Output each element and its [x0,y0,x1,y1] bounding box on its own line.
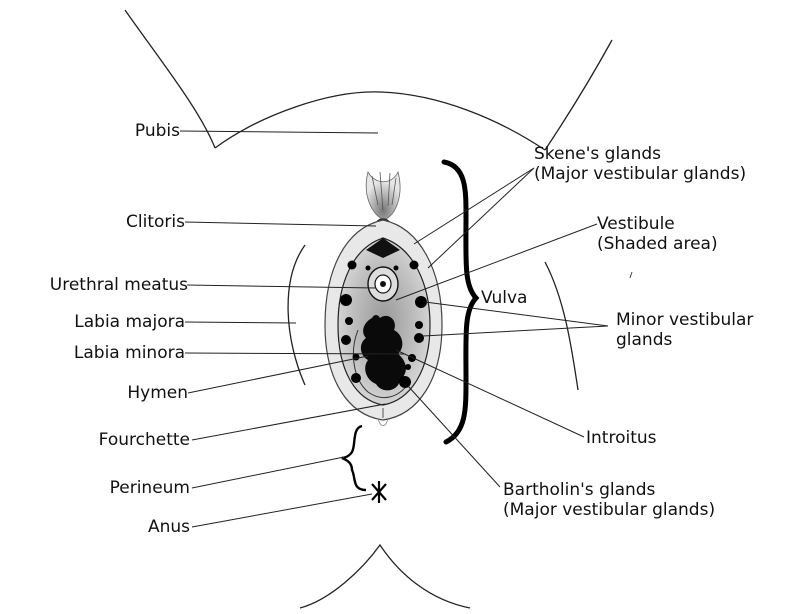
leader-labia-majora [185,322,296,323]
anus-symbol [372,481,386,503]
leader-minor-glands-2 [423,326,608,336]
label-perineum: Perineum [70,478,190,498]
label-introitus: Introitus [586,428,657,448]
leader-anus [192,494,372,527]
leader-clitoris [185,222,376,226]
label-labia-minora: Labia minora [30,343,185,363]
label-minor-line1: Minor vestibular [616,310,753,330]
pubic-arc [215,92,545,150]
label-vestibule: Vestibule (Shaded area) [597,214,718,254]
label-bartholins-line2: (Major vestibular glands) [503,500,715,520]
perineum-brace [342,426,366,490]
label-skenes-line1: Skene's glands [534,144,746,164]
label-bartholins-glands: Bartholin's glands (Major vestibular gla… [503,480,715,520]
label-labia-majora: Labia majora [30,312,185,332]
leader-pubis [180,131,378,133]
label-vestibule-line1: Vestibule [597,214,718,234]
label-anus: Anus [110,517,190,537]
leader-perineum [192,457,344,488]
right-labia-outer-curve [545,262,578,390]
label-pubis: Pubis [110,121,180,141]
label-vestibule-line2: (Shaded area) [597,234,718,254]
label-fourchette: Fourchette [60,430,190,450]
label-minor-line2: glands [616,330,753,350]
label-bartholins-line1: Bartholin's glands [503,480,715,500]
mons-tuft [366,172,400,220]
label-vulva: Vulva [481,288,527,308]
urethral-meatus-shape [368,267,398,301]
label-skenes-line2: (Major vestibular glands) [534,164,746,184]
label-clitoris: Clitoris [90,212,185,232]
label-hymen: Hymen [100,383,188,403]
bottom-arc [300,545,470,608]
label-urethral-meatus: Urethral meatus [8,275,188,295]
label-skenes-glands: Skene's glands (Major vestibular glands) [534,144,746,184]
left-labia-outer-curve [288,245,305,385]
label-minor-vestibular-glands: Minor vestibular glands [616,310,753,350]
leader-skenes-1 [414,168,534,244]
leader-skenes-2 [428,168,534,268]
vulva-brace [444,162,476,442]
right-thigh-line [545,40,612,150]
leader-bartholins [408,386,500,487]
